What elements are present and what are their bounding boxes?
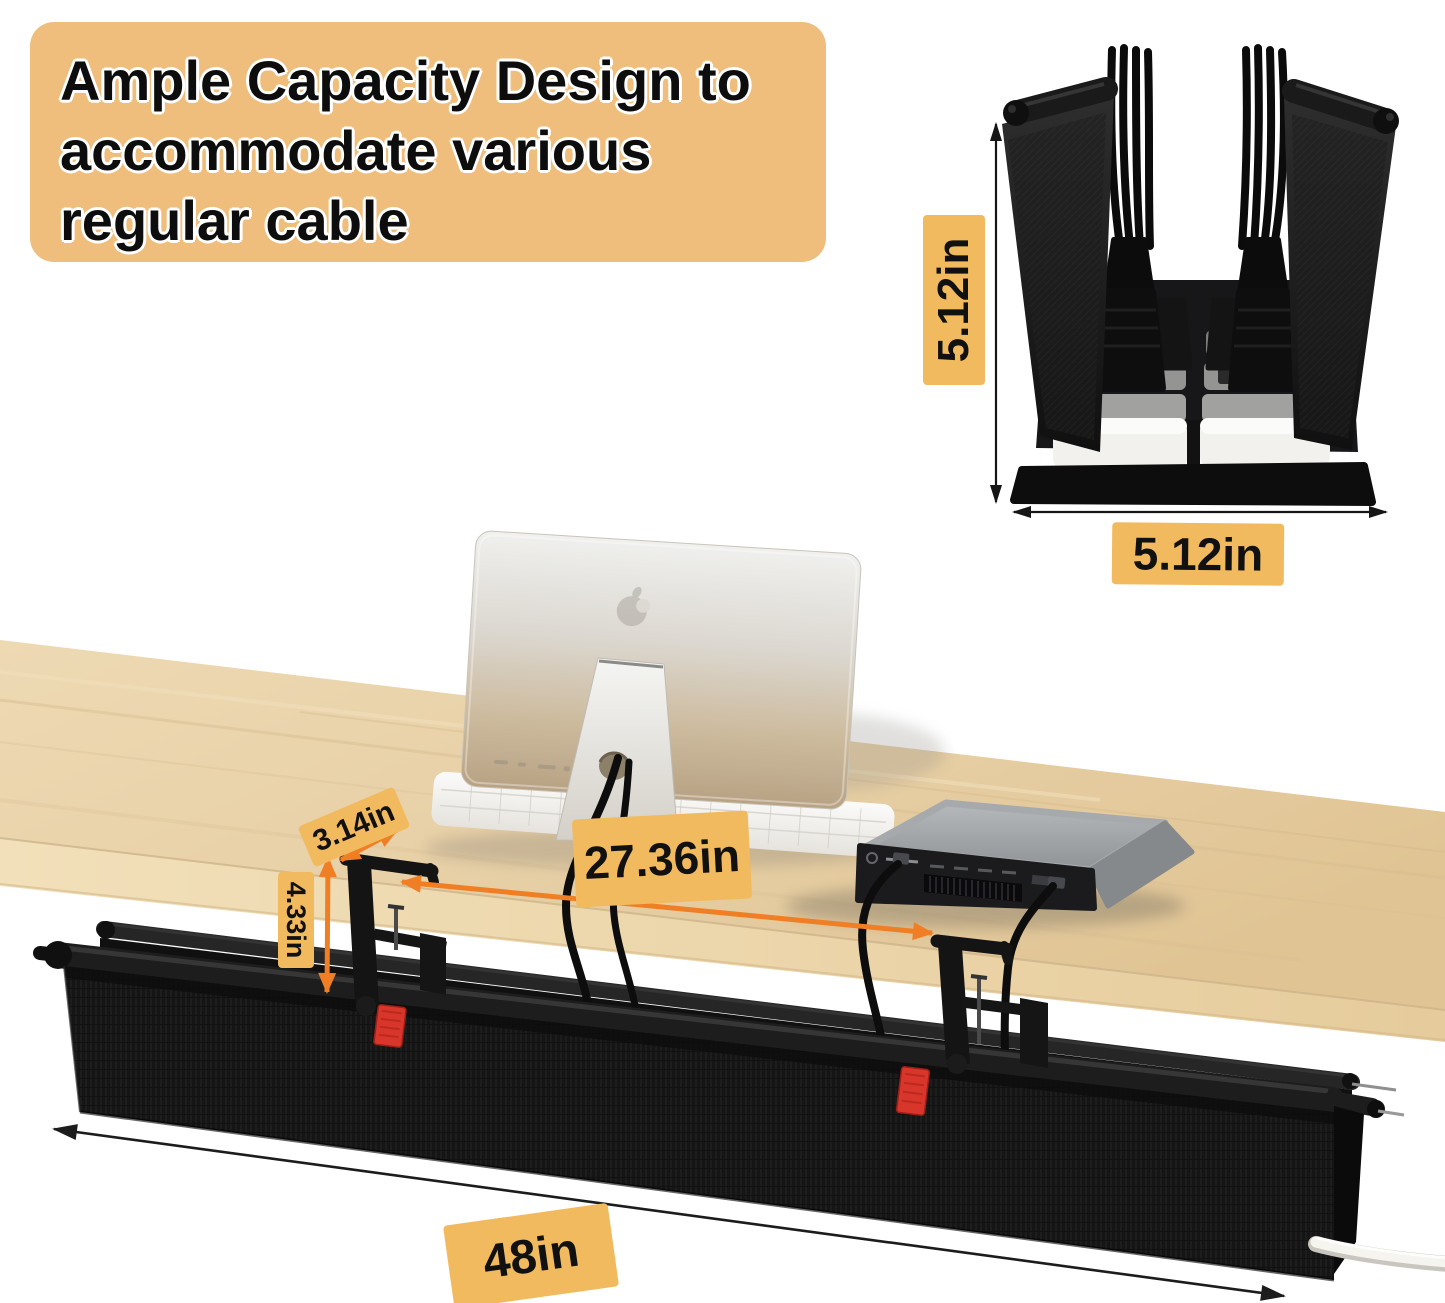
title-card: Ample Capacity Design to accommodate var…	[30, 22, 826, 262]
tray-right-flap	[1334, 1106, 1364, 1274]
title-line-2: accommodate various	[60, 119, 652, 182]
dim-badge-drop-height: 4.33in	[278, 872, 314, 968]
cs-plugs-front	[1092, 44, 1302, 392]
cs-base	[1010, 462, 1376, 506]
title-line-1: Ample Capacity Design to	[60, 49, 751, 112]
dimension-arrows	[52, 827, 1286, 1301]
white-power-cable	[1308, 1236, 1445, 1272]
dim-badge-tray-width: 5.12in	[1111, 522, 1285, 586]
arrow-clamp-spacing	[400, 874, 934, 941]
monitor	[460, 530, 862, 843]
title-line-3: regular cable	[60, 189, 409, 252]
arrow-drop-height	[318, 856, 337, 994]
arrow-tray-length	[52, 1124, 1286, 1301]
velcro-strap-left	[373, 1004, 407, 1048]
dim-badge-tray-height: 5.12in	[923, 215, 985, 385]
cs-right-wall	[1282, 79, 1399, 450]
velcro-strap-right	[895, 1066, 931, 1116]
tray-cross-section	[990, 44, 1399, 518]
tray-front-rail	[45, 942, 1345, 1113]
desk-clamp-left	[339, 852, 447, 1016]
desk-clamp-right	[930, 934, 1048, 1074]
mac-mini	[855, 799, 1195, 911]
mini-cable-right	[1000, 882, 1057, 1082]
apple-logo	[616, 586, 651, 627]
dim-badge-clamp-spacing: 27.36in	[571, 810, 753, 908]
cs-left-wall	[1002, 77, 1118, 452]
